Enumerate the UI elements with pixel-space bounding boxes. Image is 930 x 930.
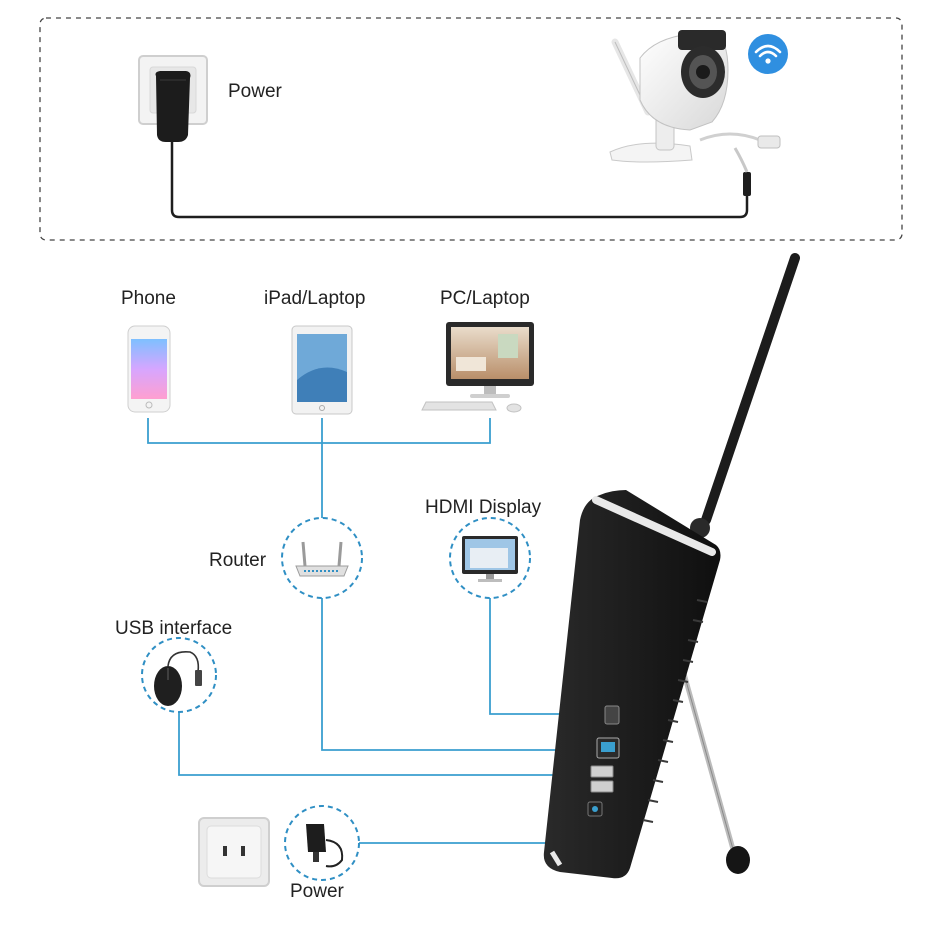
pc-laptop-label: PC/Laptop <box>440 288 530 309</box>
usb-port-1 <box>590 765 614 778</box>
network-lines <box>147 418 604 844</box>
router-icon <box>281 517 363 599</box>
usb-mouse-icon <box>141 637 217 713</box>
nvr-monitor <box>543 253 800 879</box>
usb-interface-label: USB interface <box>115 618 233 639</box>
phone-label: Phone <box>121 288 176 309</box>
wifi-camera-icon <box>609 30 781 173</box>
power-adapter-icon <box>284 805 360 881</box>
hdmi-port <box>604 705 620 725</box>
tablet-icon <box>291 325 353 415</box>
camera-power-panel <box>39 17 903 241</box>
desktop-pc-icon <box>421 322 534 413</box>
nvr-power-label: Power <box>290 881 344 902</box>
camera-power-label: Power <box>228 81 282 102</box>
router-label: Router <box>209 550 267 571</box>
wifi-icon <box>748 34 788 74</box>
ipad-laptop-label: iPad/Laptop <box>264 288 366 309</box>
dc-plug <box>743 172 751 196</box>
camera-power-cable <box>170 142 749 219</box>
wall-adapter-icon <box>138 55 208 142</box>
usb-port-2 <box>590 780 614 793</box>
phone-icon <box>127 325 171 413</box>
hdmi-display-icon <box>449 517 531 599</box>
hdmi-display-label: HDMI Display <box>425 497 542 518</box>
wall-socket-icon <box>198 817 270 887</box>
